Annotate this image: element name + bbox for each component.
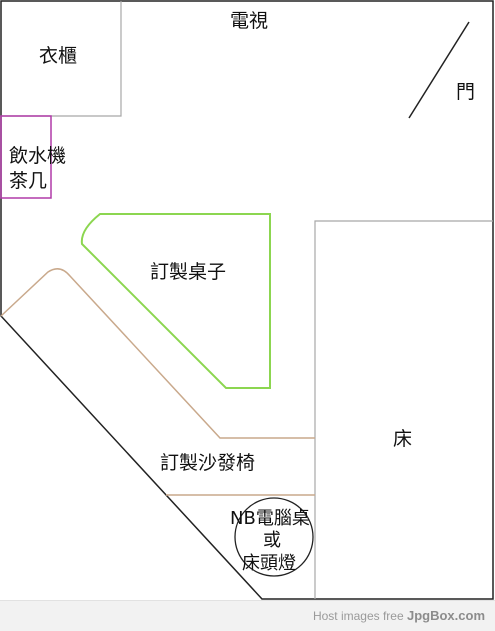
label-custom-sofa: 訂製沙發椅 xyxy=(160,452,255,474)
label-water-dispenser: 飲水機 xyxy=(9,145,66,167)
bed-outline xyxy=(314,220,493,599)
custom-sofa-outline xyxy=(0,268,315,439)
footer-bar: Host images free JpgBox.com xyxy=(0,600,495,631)
custom-table-outline xyxy=(80,213,271,389)
nb-desk-circle xyxy=(234,497,314,577)
footer-prefix: Host images free xyxy=(312,609,407,623)
room-outline xyxy=(0,0,494,600)
label-custom-table: 訂製桌子 xyxy=(150,261,226,283)
label-tv: 電視 xyxy=(230,10,268,32)
floor-plan: 電視 衣櫃 門 飲水機 茶几 訂製桌子 床 訂製沙發椅 NB電腦桌 或 床頭燈 xyxy=(0,0,494,600)
label-bedside-lamp: 床頭燈 xyxy=(242,553,296,574)
label-wardrobe: 衣櫃 xyxy=(39,45,77,67)
label-bed: 床 xyxy=(393,428,412,450)
label-nb-desk: NB電腦桌 xyxy=(230,508,310,529)
footer-text[interactable]: Host images free JpgBox.com xyxy=(313,608,485,623)
label-tea-table: 茶几 xyxy=(9,170,47,192)
label-door: 門 xyxy=(456,81,475,103)
door-line xyxy=(408,21,470,119)
footer-brand: JpgBox.com xyxy=(406,608,485,623)
water-dispenser-outline xyxy=(0,115,52,199)
label-or: 或 xyxy=(263,530,281,551)
